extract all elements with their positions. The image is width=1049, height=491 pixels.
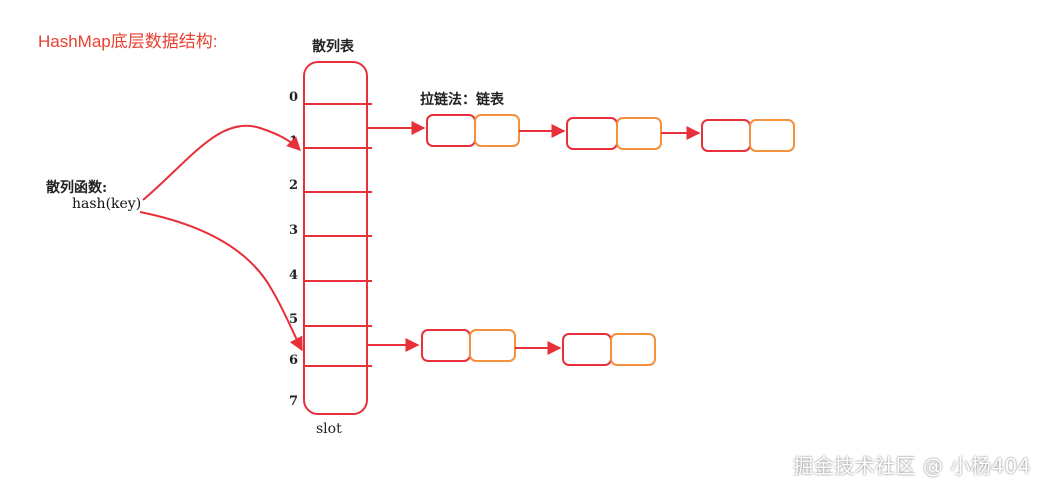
hash-arrow-to-slot-6: [139, 211, 303, 352]
slot-label: slot: [316, 421, 342, 437]
hash-function-label: 散列函数:: [46, 180, 108, 196]
hash-table-label: 散列表: [312, 39, 354, 55]
node-key-box: [566, 117, 618, 150]
node-value-box: [610, 333, 656, 366]
hash-table-column: [303, 61, 368, 415]
slot-index: 4: [289, 268, 299, 283]
slot-index: 5: [289, 312, 299, 327]
node-value-box: [749, 119, 795, 152]
node-value-box: [474, 114, 520, 147]
hash-function-call: hash(key): [72, 196, 142, 212]
chain-method-label: 拉链法：链表: [420, 92, 504, 108]
slot-dividers: [304, 103, 372, 367]
node-key-box: [426, 114, 476, 147]
node-key-box: [701, 119, 751, 152]
slot-index: 7: [289, 394, 299, 409]
node-key-box: [562, 333, 612, 366]
node-value-box: [469, 329, 516, 362]
slot-index: 2: [289, 178, 299, 193]
node-key-box: [421, 329, 471, 362]
hash-arrow-to-slot-1: [142, 124, 301, 201]
node-value-box: [616, 117, 662, 150]
watermark: 掘金技术社区 @ 小杨404: [793, 454, 1031, 478]
slot-index: 0: [289, 90, 299, 105]
diagram-title: HashMap底层数据结构:: [38, 32, 218, 51]
slot-index: 3: [289, 223, 299, 238]
slot-index: 6: [289, 353, 299, 368]
